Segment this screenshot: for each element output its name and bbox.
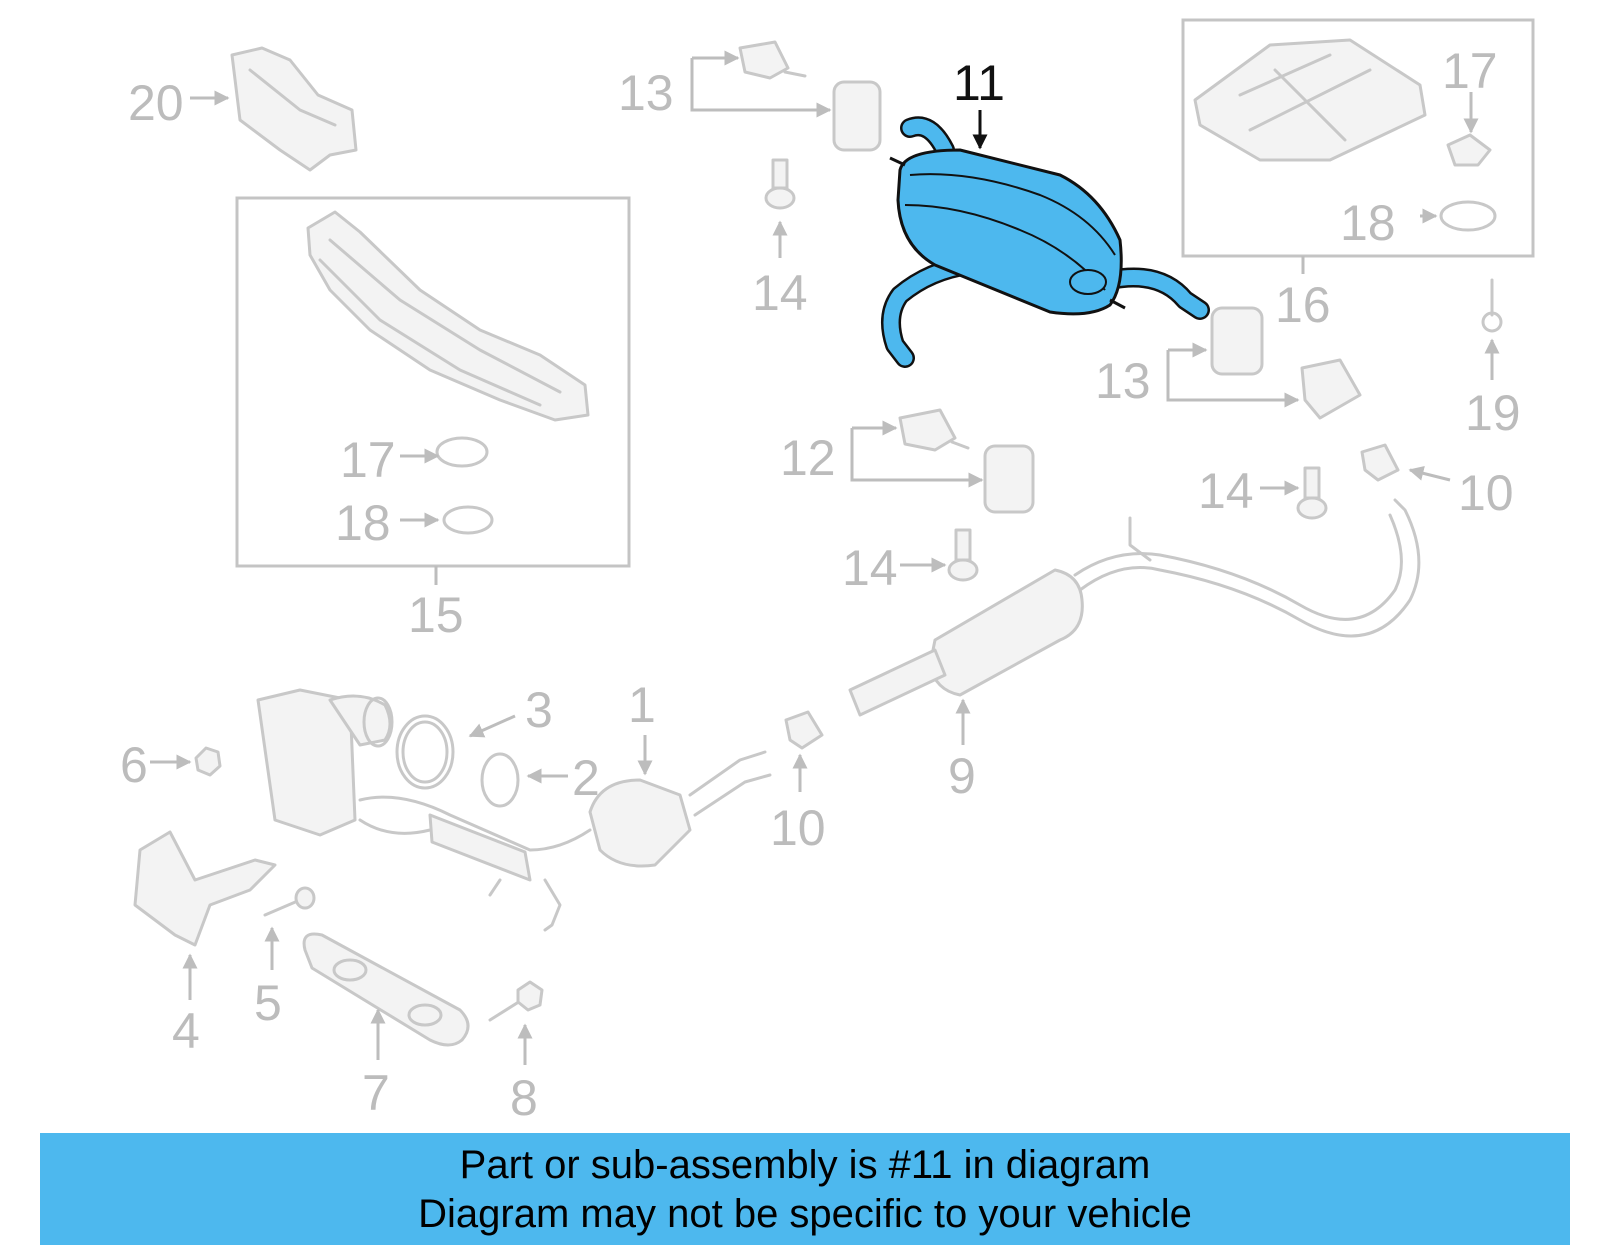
- part-16-heat-shield-kit: 17 18 16: [1181, 18, 1535, 333]
- part-6-nut: 6: [120, 737, 222, 793]
- callout-18-right: 18: [1340, 195, 1396, 251]
- part-14-bolt-middle: 14: [842, 528, 979, 596]
- callout-16: 16: [1275, 277, 1331, 333]
- part-10-clamp-right: 10: [1360, 443, 1514, 521]
- banner-line-1: Part or sub-assembly is #11 in diagram: [459, 1143, 1151, 1187]
- callout-14-upper: 14: [752, 265, 808, 321]
- callout-15: 15: [408, 587, 464, 643]
- callout-14-middle: 14: [842, 540, 898, 596]
- part-11-rear-muffler: 11: [881, 55, 1210, 368]
- part-8-bolt: 8: [488, 980, 544, 1126]
- callout-8: 8: [510, 1070, 538, 1126]
- callout-14-right: 14: [1198, 463, 1254, 519]
- part-9-center-muffler: 9: [848, 498, 1421, 804]
- callout-7: 7: [362, 1065, 390, 1121]
- part-1-front-pipe: 1: [358, 677, 772, 932]
- part-7-gasket-plate: 7: [302, 932, 470, 1121]
- info-banner: Part or sub-assembly is #11 in diagram D…: [40, 1133, 1570, 1245]
- part-13-hanger-upper: 13: [618, 40, 882, 152]
- part-13-hanger-lower: 13: [1095, 306, 1362, 420]
- callout-3: 3: [525, 682, 553, 738]
- part-19-bolt: 19: [1465, 278, 1521, 441]
- callout-1: 1: [628, 677, 656, 733]
- callout-17-right: 17: [1442, 43, 1498, 99]
- part-14-bolt-upper: 14: [752, 158, 808, 321]
- callout-10-center: 10: [770, 800, 826, 856]
- callout-9: 9: [948, 748, 976, 804]
- callout-11: 11: [953, 55, 1005, 111]
- part-4-bracket: 4: [133, 830, 277, 1059]
- callout-18-left: 18: [335, 495, 391, 551]
- callout-12: 12: [780, 430, 836, 486]
- banner-line-2: Diagram may not be specific to your vehi…: [418, 1192, 1192, 1236]
- callout-4: 4: [172, 1003, 200, 1059]
- catalytic-converter-housing: [256, 688, 502, 897]
- callout-6: 6: [120, 737, 148, 793]
- callout-17-left: 17: [340, 432, 396, 488]
- callout-2: 2: [572, 750, 600, 806]
- part-3-clamp: 3: [395, 682, 553, 790]
- part-14-bolt-right: 14: [1198, 463, 1328, 520]
- part-5-bolt: 5: [254, 886, 316, 1031]
- callout-19: 19: [1465, 385, 1521, 441]
- callout-13-lower: 13: [1095, 353, 1151, 409]
- part-15-heat-shield-kit: 17 18 15: [235, 196, 631, 643]
- part-2-gasket: 2: [480, 750, 600, 808]
- part-12-hanger: 12: [780, 408, 1035, 514]
- part-10-clamp-center: 10: [770, 710, 826, 856]
- callout-13-upper: 13: [618, 65, 674, 121]
- part-20-heat-shield: 20: [128, 46, 358, 172]
- callout-20: 20: [128, 75, 184, 131]
- callout-10-right: 10: [1458, 465, 1514, 521]
- callout-5: 5: [254, 975, 282, 1031]
